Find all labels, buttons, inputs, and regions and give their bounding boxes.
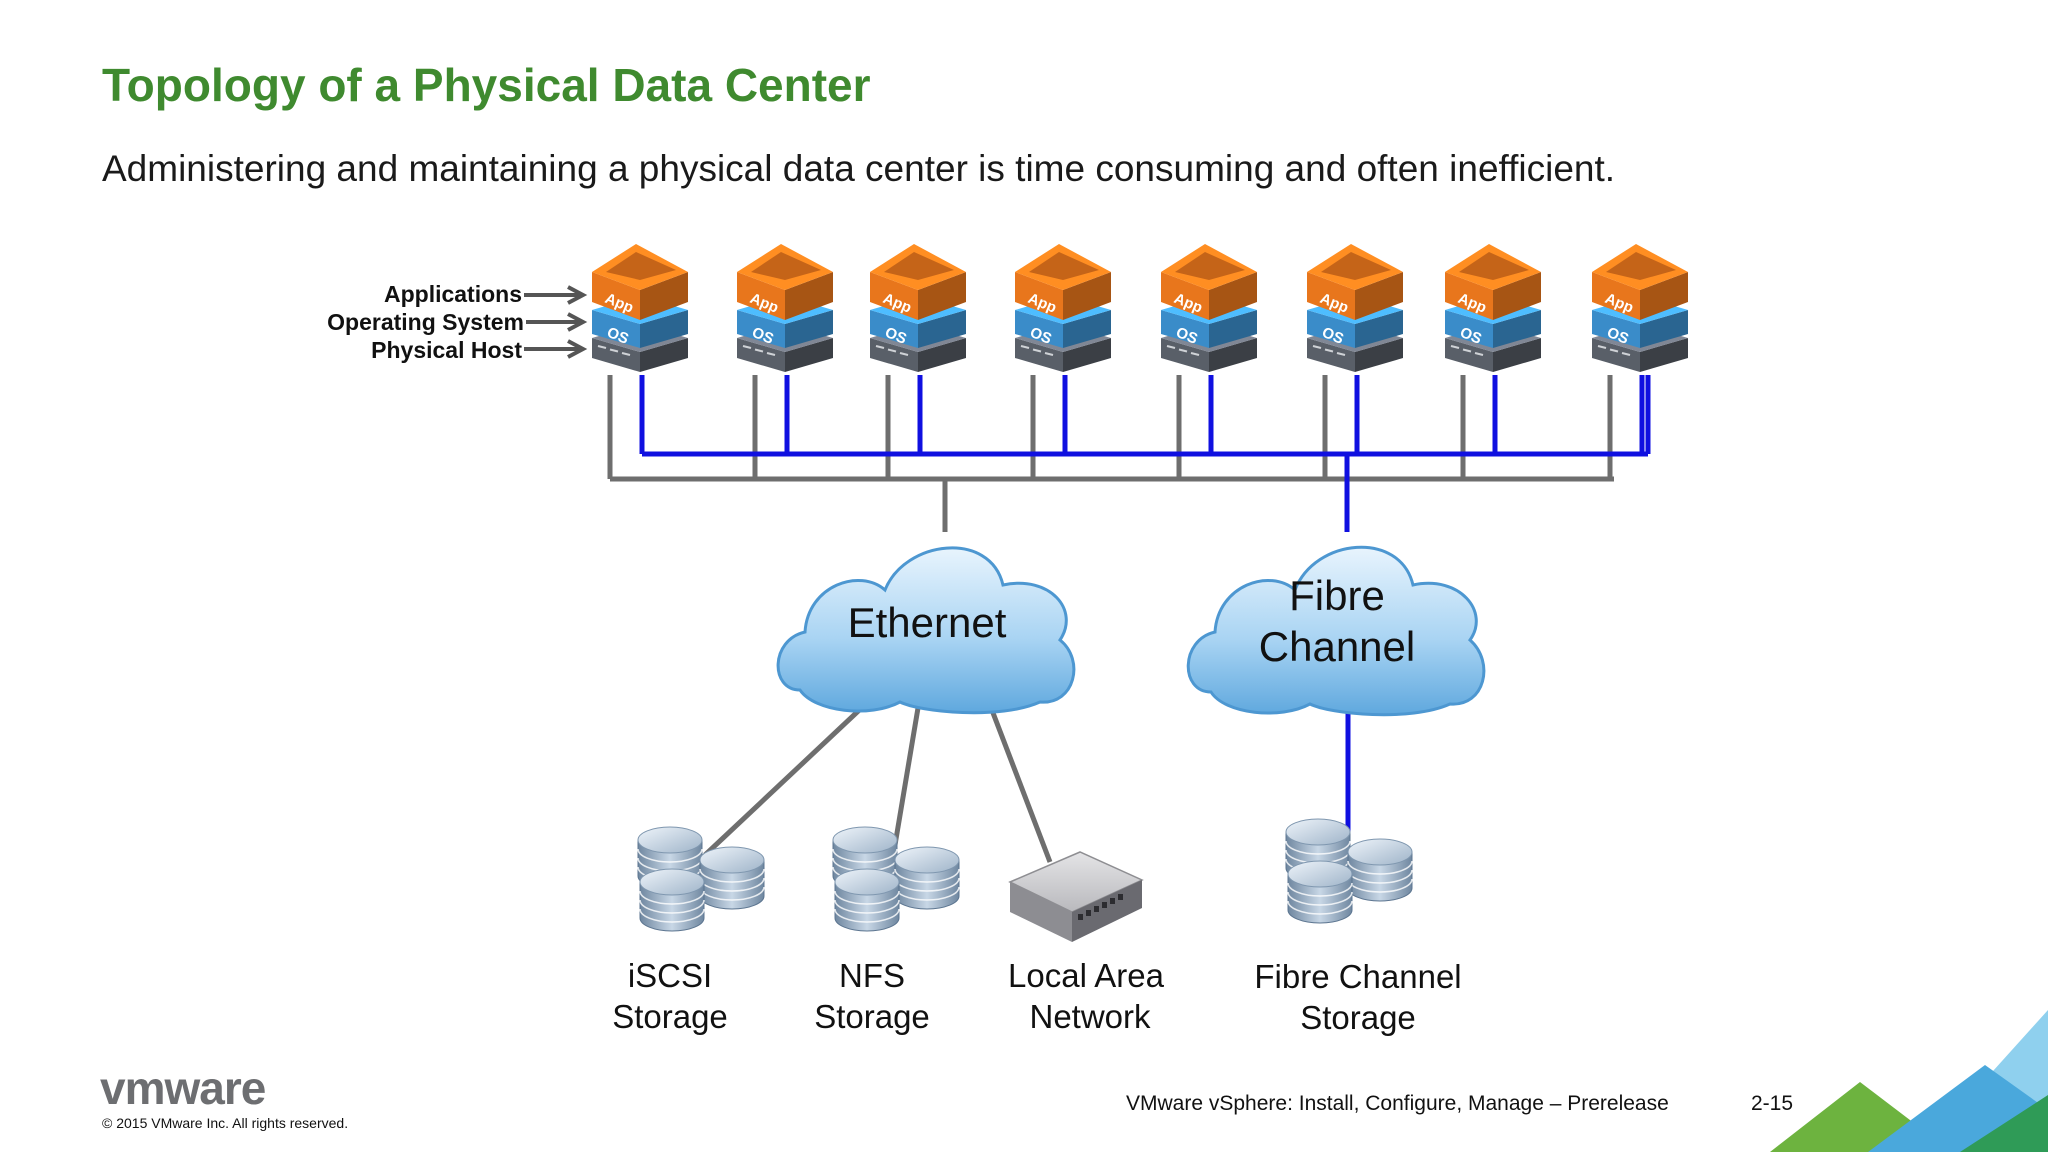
os-text: OS (1605, 324, 1631, 348)
os-layer (737, 310, 785, 348)
os-text: OS (1320, 324, 1346, 348)
ethernet-cloud: Ethernet (776, 546, 1076, 715)
os-layer (1445, 310, 1493, 348)
nfs-storage-label-line2: Storage (814, 998, 930, 1035)
ethernet-label: Ethernet (848, 599, 1007, 646)
iscsi-storage-label-line1: iSCSI (628, 957, 712, 994)
disk-icon (1287, 860, 1353, 924)
os-text: OS (750, 324, 776, 348)
legend-arrows (524, 285, 588, 359)
slide-title: Topology of a Physical Data Center (102, 59, 871, 111)
disk-icon (1347, 838, 1413, 902)
operating-system-label: Operating System (327, 309, 524, 335)
os-text: OS (605, 324, 631, 348)
vmware-logo: vmware (100, 1068, 267, 1112)
nfs-storage-icon (832, 826, 960, 932)
nfs-storage-label-line1: NFS (839, 957, 905, 994)
disk-icon (639, 868, 705, 932)
copyright-text: © 2015 VMware Inc. All rights reserved. (102, 1115, 349, 1131)
os-layer (592, 310, 640, 348)
fibre-channel-storage-icon (1285, 818, 1413, 924)
physical-host-label: Physical Host (371, 337, 522, 363)
corner-decoration (1770, 1010, 2048, 1152)
fibre-channel-label-line1: Fibre (1289, 572, 1385, 619)
os-layer (870, 310, 918, 348)
disk-icon (834, 868, 900, 932)
course-title: VMware vSphere: Install, Configure, Mana… (1126, 1092, 1669, 1115)
os-text: OS (1028, 324, 1054, 348)
disk-icon (699, 846, 765, 910)
fibre-channel-cloud: Fibre Channel (1186, 545, 1486, 717)
slide-subtitle: Administering and maintaining a physical… (102, 148, 1616, 189)
lan-link (987, 704, 1053, 863)
applications-label: Applications (384, 281, 522, 307)
app-layer (1307, 272, 1355, 320)
os-text: OS (1458, 324, 1484, 348)
os-layer (1307, 310, 1355, 348)
os-text: OS (883, 324, 909, 348)
app-layer (870, 272, 918, 320)
app-layer (1592, 272, 1640, 320)
lan-label-line1: Local Area (1008, 957, 1165, 994)
fc-storage-label-line2: Storage (1300, 999, 1416, 1036)
app-layer (1445, 272, 1493, 320)
os-text: OS (1174, 324, 1200, 348)
os-layer (1592, 310, 1640, 348)
page-number: 2-15 (1751, 1092, 1794, 1115)
iscsi-storage-label-line2: Storage (612, 998, 728, 1035)
storage-devices (637, 818, 1413, 932)
network-links (607, 375, 1651, 863)
fc-storage-label-line1: Fibre Channel (1254, 958, 1461, 995)
lan-label-line2: Network (1029, 998, 1151, 1035)
stack-legend: Applications Operating System Physical H… (327, 281, 588, 363)
os-layer (1015, 310, 1063, 348)
iscsi-link (703, 698, 872, 857)
app-layer (737, 272, 785, 320)
lan-switch-icon (1008, 851, 1144, 942)
storage-labels: iSCSI Storage NFS Storage Local Area Net… (612, 957, 1461, 1036)
app-layer (1015, 272, 1063, 320)
os-layer (1161, 310, 1209, 348)
fibre-channel-label-line2: Channel (1259, 623, 1415, 670)
disk-icon (894, 846, 960, 910)
nfs-link (892, 707, 921, 846)
iscsi-storage-icon (637, 826, 765, 932)
vmware-logo-text: vmware (100, 1068, 266, 1112)
app-layer (592, 272, 640, 320)
app-layer (1161, 272, 1209, 320)
